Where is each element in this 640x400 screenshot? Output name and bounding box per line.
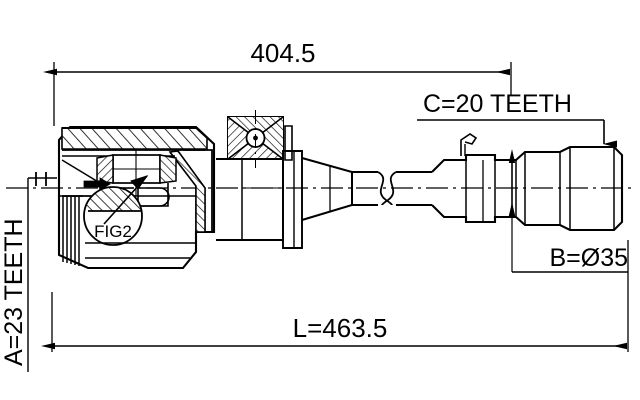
fig2-label: FIG2 <box>94 222 132 241</box>
support-bearing <box>227 110 293 168</box>
shaft-hub-step <box>282 150 303 249</box>
outer-joint-stub <box>431 133 624 232</box>
boot-clamp-hook <box>460 133 478 156</box>
inner-stub-taper <box>61 159 101 184</box>
shaft-left-section <box>216 150 353 249</box>
race-lower-cap <box>137 187 170 207</box>
inner-race-assembly <box>96 150 177 207</box>
dimension-404-5-label: 404.5 <box>250 38 315 68</box>
section-pointer-arrow <box>83 177 111 191</box>
fig2-leader-arrowhead <box>130 175 149 190</box>
housing-taper-hatch <box>168 150 206 233</box>
dimension-404-5: 404.5 <box>43 38 512 126</box>
cv-joint-housing: FIG2 <box>57 125 216 270</box>
race-hatch-right <box>159 154 177 184</box>
boot-band-hatch <box>61 127 208 150</box>
dimension-b-diameter: B=Ø35 <box>508 149 628 273</box>
fig2-detail-callout: FIG2 <box>83 186 143 246</box>
dimension-L-label: L=463.5 <box>293 313 388 343</box>
dimension-l-463-5: L=463.5 <box>41 240 629 352</box>
bearing-retainer-clip <box>284 125 293 161</box>
shaft-collar-outline <box>216 158 284 241</box>
c-teeth-label: C=20 TEETH <box>423 90 572 118</box>
a-teeth-label: A=23 TEETH <box>0 218 28 366</box>
dimension-b-label: B=Ø35 <box>549 244 628 272</box>
annotation-a-23-teeth: A=23 TEETH <box>0 172 57 372</box>
shaft-break-symbol <box>377 171 397 206</box>
shaft-mid-section <box>352 171 432 206</box>
shaft-taper-cone <box>301 157 353 221</box>
annotation-c-20-teeth: C=20 TEETH <box>417 90 617 148</box>
race-hatch-left <box>96 154 114 184</box>
left-flange-splines <box>59 195 83 266</box>
stub-profile-top <box>431 145 624 232</box>
housing-right-taper <box>183 149 213 233</box>
